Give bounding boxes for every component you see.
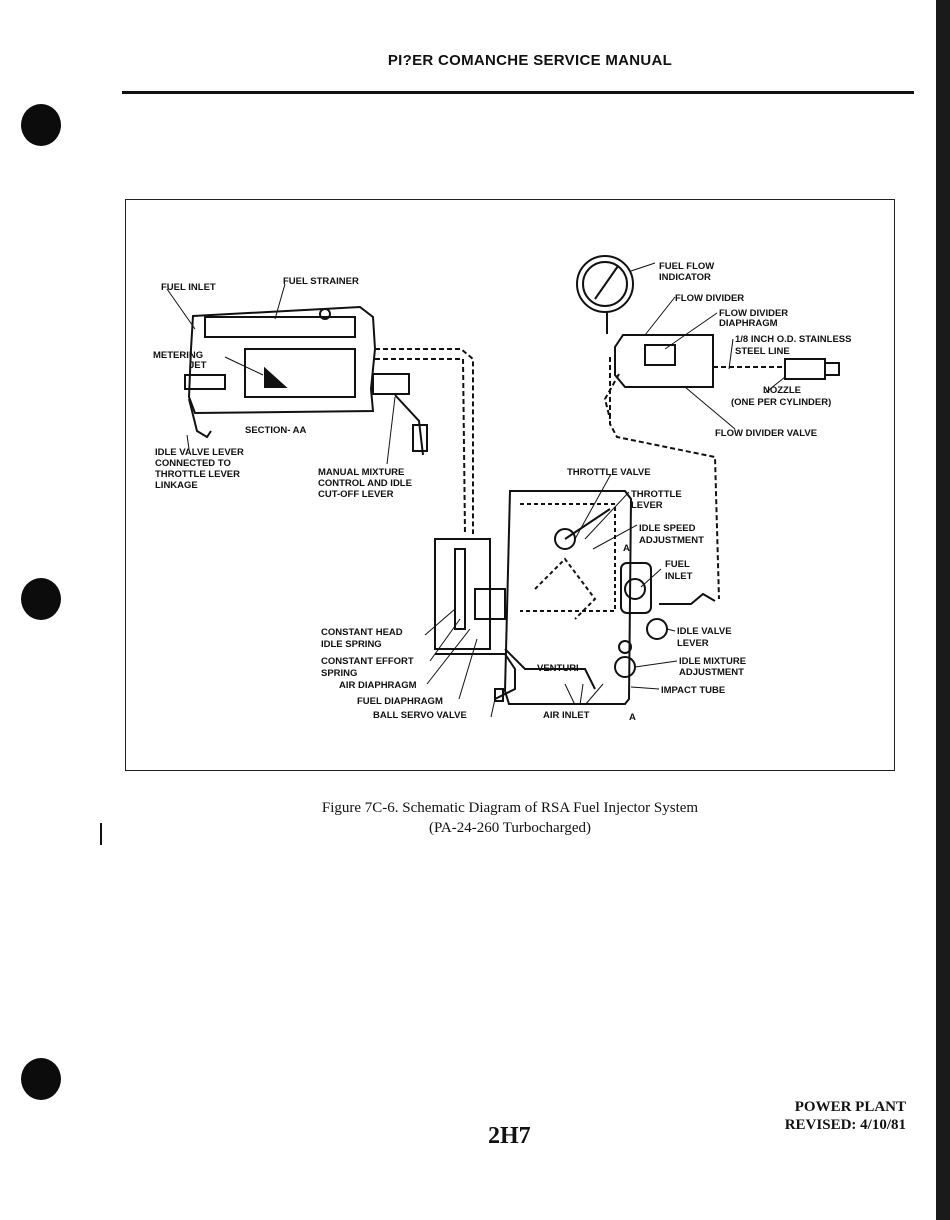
footer-section-block: POWER PLANT REVISED: 4/10/81: [785, 1098, 906, 1134]
label-flow-divider-diaphragm-1: DIAPHRAGM: [719, 318, 778, 329]
figure-caption-line-1: Figure 7C-6. Schematic Diagram of RSA Fu…: [321, 800, 699, 816]
label-section-mark-bottom: A: [629, 712, 636, 723]
label-fuel-flow-indicator-1: INDICATOR: [659, 272, 711, 283]
label-fuel-flow-indicator-0: FUEL FLOW: [659, 261, 714, 272]
label-fuel-diaphragm: FUEL DIAPHRAGM: [357, 696, 443, 707]
fuel-injector-schematic: FUEL INLET FUEL STRAINER METERING JET SE…: [153, 255, 851, 723]
page-edge-shadow: [936, 0, 950, 1220]
label-section-mark-top: A: [623, 543, 630, 554]
manual-title: PI?ER COMANCHE SERVICE MANUAL: [387, 52, 673, 69]
label-section-aa: SECTION- AA: [245, 425, 307, 436]
label-manual-mixture-0: MANUAL MIXTURE: [318, 467, 404, 478]
label-steel-line-0: 1/8 INCH O.D. STAINLESS: [735, 334, 851, 345]
label-throttle-valve: THROTTLE VALVE: [567, 467, 651, 478]
label-venturi: VENTURI: [537, 663, 579, 674]
label-idle-valve-lever-linkage-0: IDLE VALVE LEVER: [155, 447, 244, 458]
label-nozzle-0: NOZZLE: [763, 385, 801, 396]
label-fuel-strainer: FUEL STRAINER: [283, 276, 359, 287]
label-flow-divider-valve: FLOW DIVIDER VALVE: [715, 428, 817, 439]
binder-hole: [21, 104, 61, 146]
footer-revised: REVISED: 4/10/81: [784, 1117, 906, 1133]
label-idle-valve-lever-0: IDLE VALVE: [677, 626, 732, 637]
figure-frame: [125, 199, 895, 771]
label-ball-servo-valve: BALL SERVO VALVE: [373, 710, 467, 721]
label-idle-valve-lever-linkage-2: THROTTLE LEVER: [155, 469, 240, 480]
label-constant-effort-1: SPRING: [321, 668, 357, 679]
label-metering-jet-2: JET: [189, 360, 207, 371]
label-steel-line-1: STEEL LINE: [735, 346, 790, 357]
binder-hole: [21, 578, 61, 620]
label-idle-valve-lever-linkage-1: CONNECTED TO: [155, 458, 231, 469]
label-idle-mixture-0: IDLE MIXTURE: [679, 656, 746, 667]
binder-hole: [21, 1058, 61, 1100]
label-air-inlet: AIR INLET: [543, 710, 590, 721]
label-metering-jet-1: METERING: [153, 350, 203, 361]
footer-section: POWER PLANT: [794, 1099, 906, 1115]
label-fuel-inlet-top: FUEL INLET: [161, 282, 216, 293]
label-manual-mixture-2: CUT-OFF LEVER: [318, 489, 394, 500]
revision-bar: [100, 823, 102, 845]
label-idle-valve-lever-linkage-3: LINKAGE: [155, 480, 198, 491]
label-idle-mixture-1: ADJUSTMENT: [679, 667, 744, 678]
figure-caption-line-2: (PA-24-260 Turbocharged): [428, 820, 592, 836]
label-manual-mixture-1: CONTROL AND IDLE: [318, 478, 412, 489]
label-nozzle-1: (ONE PER CYLINDER): [731, 397, 831, 408]
label-constant-head-0: CONSTANT HEAD: [321, 627, 403, 638]
label-idle-speed-1: ADJUSTMENT: [639, 535, 704, 546]
label-throttle-lever-1: LEVER: [631, 500, 663, 511]
label-air-diaphragm: AIR DIAPHRAGM: [339, 680, 417, 691]
label-idle-speed-0: IDLE SPEED: [639, 523, 696, 534]
label-constant-effort-0: CONSTANT EFFORT: [321, 656, 414, 667]
header-rule: [122, 91, 914, 94]
label-flow-divider-diaphragm-0: FLOW DIVIDER: [719, 308, 788, 319]
label-idle-valve-lever-1: LEVER: [677, 638, 709, 649]
label-constant-head-1: IDLE SPRING: [321, 639, 382, 650]
page-number: 2H7: [488, 1123, 531, 1149]
label-throttle-lever-0: THROTTLE: [631, 489, 682, 500]
label-impact-tube: IMPACT TUBE: [661, 685, 725, 696]
label-fuel-inlet-lower-1: INLET: [665, 571, 693, 582]
label-flow-divider: FLOW DIVIDER: [675, 293, 744, 304]
label-fuel-inlet-lower-0: FUEL: [665, 559, 690, 570]
